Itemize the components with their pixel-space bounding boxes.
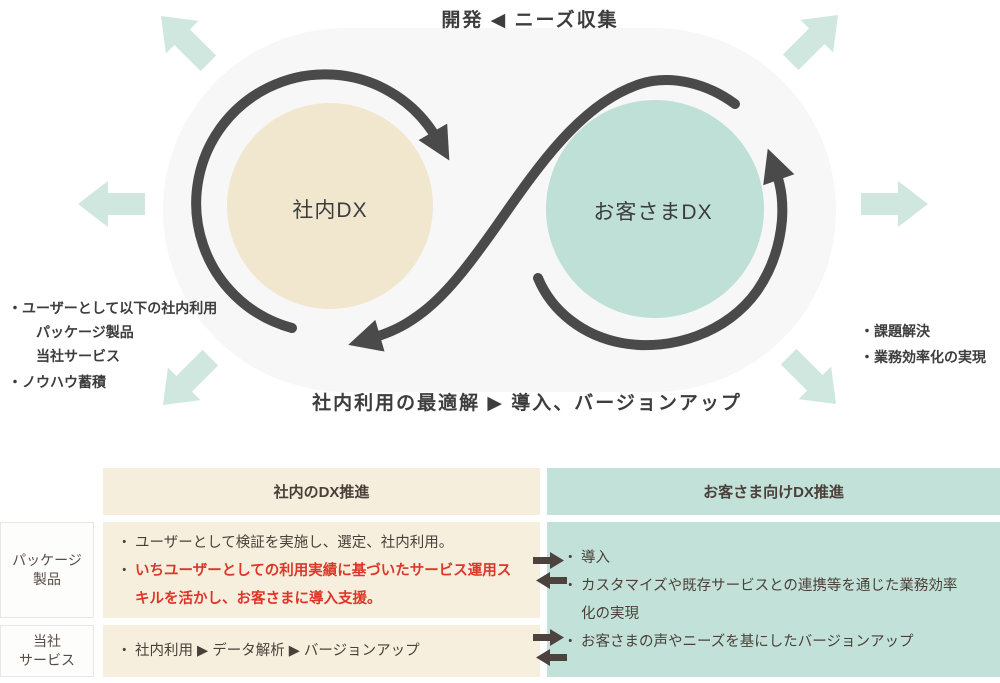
list-item: パッケージ製品 — [36, 324, 134, 340]
outward-arrows — [78, 14, 928, 406]
arrow-top-right-icon — [782, 14, 839, 71]
cell-package-internal: ・ ユーザーとして検証を実施し、選定、社内利用。 ・ いちユーザーとしての利用実… — [103, 522, 540, 618]
bullet-icon: ・ — [117, 535, 132, 551]
bottom-cycle-label: 社内利用の最適解 ▶ 導入、バージョンアップ — [312, 393, 742, 414]
bullet-icon: ・ — [117, 643, 132, 659]
loop-left-top-arc — [191, 69, 450, 333]
table-header-internal-dx: 社内のDX推進 — [103, 468, 540, 515]
internal-dx-circle — [227, 103, 433, 309]
cell-customer-dx: ・ 導入 ・ カスタマイズや既存サービスとの連携等を通じた業務効率化の実現 ・ … — [547, 522, 1000, 677]
loop-right-bottom-arc — [533, 148, 795, 351]
table-row: ・ いちユーザーとしての利用実績に基づいたサービス運用スキルを活かし、お客さまに… — [117, 557, 530, 613]
row-label-line: パッケージ — [12, 552, 82, 568]
row-label-our-services: 当社 サービス — [0, 625, 94, 677]
arrow-bottom-right-icon — [780, 348, 837, 405]
infinity-loop — [191, 69, 795, 352]
exchange-arrows-row2 — [533, 629, 567, 666]
arrow-right-icon — [861, 181, 928, 227]
diagram-canvas — [78, 14, 928, 406]
table-row: ・ ユーザーとして検証を実施し、選定、社内利用。 — [117, 529, 530, 557]
table-header-customer-dx: お客さま向けDX推進 — [547, 468, 1000, 515]
row-label-line: 当社 — [33, 633, 61, 649]
cell-services-internal: ・ 社内利用 ▶ データ解析 ▶ バージョンアップ — [103, 625, 540, 677]
arrow-right-small-icon — [533, 629, 564, 646]
list-item: ・ユーザーとして以下の社内利用 — [8, 300, 218, 316]
table-row: ・ お客さまの声やニーズを基にしたバージョンアップ — [563, 628, 992, 656]
arrow-top-left-icon — [160, 15, 217, 72]
internal-dx-label: 社内DX — [292, 199, 368, 222]
cell-text: お客さまの声やニーズを基にしたバージョンアップ — [581, 633, 914, 650]
list-item: ・業務効率化の実現 — [860, 349, 986, 365]
cell-text: 社内利用 ▶ データ解析 ▶ バージョンアップ — [135, 643, 420, 659]
customer-benefits-list: ・課題解決 ・業務効率化の実現 — [860, 318, 986, 370]
cell-text: ユーザーとして検証を実施し、選定、社内利用。 — [135, 535, 454, 551]
arrow-right-small-icon — [533, 552, 564, 569]
arrow-left-small-icon — [536, 649, 567, 666]
table-row: ・ カスタマイズや既存サービスとの連携等を通じた業務効率化の実現 — [563, 572, 992, 628]
bullet-icon: ・ — [117, 563, 132, 579]
list-item: ・ノウハウ蓄積 — [8, 374, 106, 390]
customer-dx-circle — [546, 100, 764, 318]
row-label-line: サービス — [19, 652, 75, 668]
row-label-package-products: パッケージ 製品 — [0, 522, 94, 618]
exchange-arrows-row1 — [533, 552, 567, 589]
arrow-left-small-icon — [536, 572, 567, 589]
table-row: ・ 導入 — [563, 544, 992, 572]
internal-benefits-list: ・ユーザーとして以下の社内利用 パッケージ製品 当社サービス ・ノウハウ蓄積 — [8, 296, 217, 394]
cell-text-highlight: いちユーザーとしての利用実績に基づいたサービス運用スキルを活かし、お客さまに導入… — [135, 563, 512, 607]
cell-text: カスタマイズや既存サービスとの連携等を通じた業務効率化の実現 — [581, 577, 958, 622]
top-cycle-label: 開発 ◀ ニーズ収集 — [441, 10, 619, 31]
table-row: ・ 社内利用 ▶ データ解析 ▶ バージョンアップ — [117, 637, 420, 665]
bullet-icon: ・ — [563, 633, 578, 650]
loop-cross-to-left-bottom — [348, 75, 740, 352]
bullet-icon: ・ — [563, 549, 578, 566]
customer-dx-label: お客さまDX — [593, 201, 713, 224]
cell-text: 導入 — [581, 549, 610, 566]
arrow-bottom-left-icon — [162, 349, 219, 406]
row-label-line: 製品 — [33, 571, 61, 587]
arrow-left-icon — [78, 181, 145, 227]
list-item: ・課題解決 — [860, 323, 930, 339]
list-item: 当社サービス — [36, 348, 120, 364]
